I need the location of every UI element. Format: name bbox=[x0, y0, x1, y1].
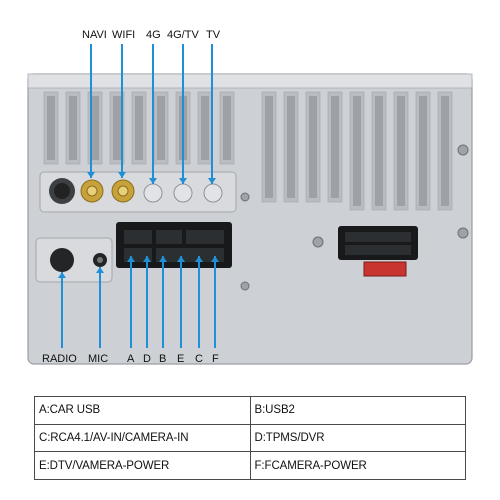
label-b: B bbox=[159, 353, 166, 365]
vent-slot bbox=[353, 96, 361, 206]
tv-port-cover bbox=[203, 183, 223, 203]
chassis-top-rim bbox=[27, 73, 473, 89]
legend-row: A:CAR USB B:USB2 bbox=[34, 396, 466, 425]
legend-row: C:RCA4.1/AV-IN/CAMERA-IN D:TPMS/DVR bbox=[34, 423, 466, 453]
callout-arrow bbox=[58, 272, 66, 278]
vent-slot bbox=[201, 96, 209, 160]
radio-antenna-socket bbox=[49, 178, 75, 204]
port-legend-table: A:CAR USB B:USB2 C:RCA4.1/AV-IN/CAMERA-I… bbox=[34, 396, 466, 480]
4g-port-cover bbox=[143, 183, 163, 203]
callout-arrow bbox=[195, 256, 203, 262]
label-a: A bbox=[127, 353, 135, 365]
vent-slot bbox=[69, 96, 77, 160]
center-multi-connector bbox=[116, 222, 232, 268]
label-4g-tv: 4G/TV bbox=[167, 29, 199, 41]
vent-slot bbox=[441, 96, 449, 206]
cooling-vents-left bbox=[43, 91, 235, 165]
vent-slot bbox=[397, 96, 405, 206]
callout-arrow bbox=[177, 256, 185, 262]
callout-arrow bbox=[87, 172, 95, 178]
vent-slot bbox=[113, 96, 121, 160]
wifi-antenna-connector bbox=[111, 179, 135, 203]
vent-slot bbox=[47, 96, 55, 160]
vent-slot bbox=[91, 96, 99, 160]
callout-arrow bbox=[208, 178, 216, 184]
vent-slot bbox=[419, 96, 427, 206]
vent-slot bbox=[157, 96, 165, 160]
callout-arrow bbox=[127, 256, 135, 262]
callout-arrow bbox=[211, 256, 219, 262]
callout-arrow bbox=[149, 178, 157, 184]
power-harness-connector bbox=[338, 226, 418, 277]
legend-cell: D:TPMS/DVR bbox=[249, 423, 466, 453]
callout-lines bbox=[58, 44, 219, 348]
label-f: F bbox=[212, 353, 219, 365]
legend-cell: E:DTV/VAMERA-POWER bbox=[34, 451, 251, 480]
legend-cell: A:CAR USB bbox=[34, 396, 251, 425]
legend-cell: B:USB2 bbox=[249, 396, 466, 425]
label-navi: NAVI bbox=[82, 29, 107, 41]
label-mic: MIC bbox=[88, 353, 108, 365]
label-d: D bbox=[143, 353, 151, 365]
mic-jack bbox=[93, 253, 107, 267]
legend-row: E:DTV/VAMERA-POWER F:FCAMERA-POWER bbox=[34, 451, 466, 480]
vent-slot bbox=[223, 96, 231, 160]
vent-slot bbox=[375, 96, 383, 206]
callout-arrow bbox=[179, 178, 187, 184]
radio-jack bbox=[50, 248, 74, 272]
label-wifi: WIFI bbox=[112, 29, 135, 41]
label-tv: TV bbox=[206, 29, 221, 41]
label-radio: RADIO bbox=[42, 353, 77, 365]
vent-slot bbox=[265, 96, 273, 198]
navi-gps-connector bbox=[80, 179, 104, 203]
label-e: E bbox=[177, 353, 184, 365]
callout-arrow bbox=[159, 256, 167, 262]
callout-arrow bbox=[96, 267, 104, 273]
cooling-vents-right bbox=[261, 91, 453, 211]
vent-slot bbox=[135, 96, 143, 160]
vent-slot bbox=[309, 96, 317, 198]
legend-cell: F:FCAMERA-POWER bbox=[249, 451, 466, 480]
mounting-screws bbox=[240, 144, 469, 291]
callout-arrow bbox=[143, 256, 151, 262]
legend-cell: C:RCA4.1/AV-IN/CAMERA-IN bbox=[34, 423, 251, 453]
callout-arrow bbox=[118, 172, 126, 178]
label-c: C bbox=[195, 353, 203, 365]
4g-tv-port-cover bbox=[173, 183, 193, 203]
vent-slot bbox=[287, 96, 295, 198]
vent-slot bbox=[331, 96, 339, 198]
label-4g: 4G bbox=[146, 29, 161, 41]
